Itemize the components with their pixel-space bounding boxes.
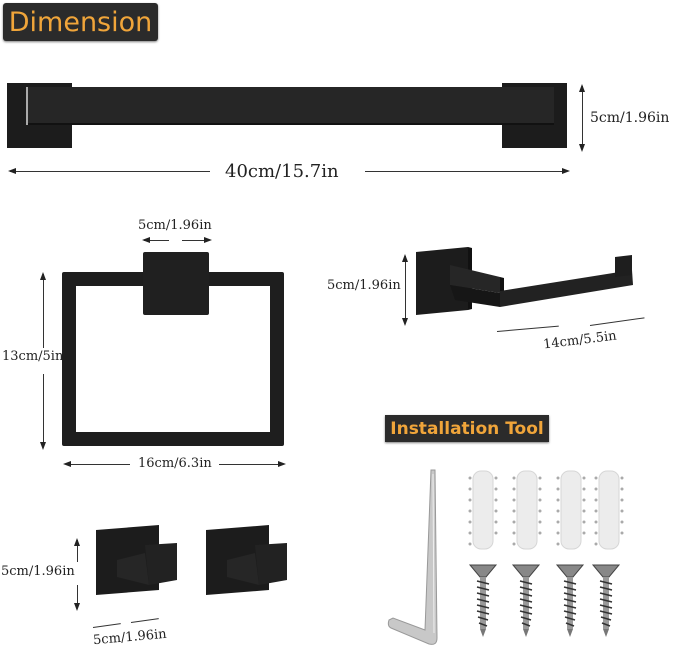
ring-height-line-bottom — [43, 374, 44, 444]
arrow-left-icon — [8, 168, 16, 174]
installation-tool-title: Installation Tool — [390, 418, 544, 439]
arrow-right-icon — [204, 237, 212, 243]
hook-height-line-top — [77, 540, 78, 562]
paper-holder-length-line-left — [496, 325, 559, 332]
paper-holder — [416, 247, 633, 315]
arrow-right-icon — [278, 461, 286, 467]
installation-tool-header: Installation Tool — [385, 415, 549, 442]
arrow-up-icon — [402, 254, 408, 262]
towel-ring-height-label: 13cm/5in — [2, 349, 64, 364]
arrow-up-icon — [40, 272, 46, 280]
paper-holder-height-line — [405, 256, 406, 322]
towel-ring-base-label: 5cm/1.96in — [138, 218, 212, 233]
arrow-right-icon — [562, 168, 570, 174]
dimension-title: Dimension — [8, 6, 153, 38]
arrow-down-icon — [74, 603, 80, 611]
hook-height-line-bottom — [77, 585, 78, 605]
paper-holder-height-label: 5cm/1.96in — [327, 278, 401, 293]
ring-width-line-left — [66, 464, 130, 465]
arrow-down-icon — [402, 318, 408, 326]
allen-wrench-icon — [387, 469, 438, 645]
towel-bar — [0, 80, 679, 190]
ring-base-line-left — [144, 240, 169, 241]
paper-holder-length-label: 14cm/5.5in — [542, 328, 618, 353]
towel-bar-width-line-right — [365, 171, 565, 172]
wall-anchors-and-screws — [468, 470, 624, 638]
towel-ring-mount — [143, 252, 209, 315]
towel-bar-height-line — [582, 86, 583, 148]
robe-hook-width-label: 5cm/1.96in — [92, 626, 168, 649]
arrow-left-icon — [63, 461, 71, 467]
arrow-down-icon — [40, 442, 46, 450]
arrow-down-icon — [579, 144, 585, 152]
dimension-header: Dimension — [3, 3, 158, 41]
hook-width-line-left — [92, 623, 121, 628]
towel-bar-rod — [26, 87, 554, 125]
towel-bar-width-line-left — [10, 171, 210, 172]
robe-hook-height-label: 5cm/1.96in — [1, 564, 75, 579]
robe-hook-1 — [96, 525, 177, 595]
towel-bar-height-label: 5cm/1.96in — [590, 110, 670, 126]
towel-ring — [62, 272, 284, 446]
arrow-left-icon — [142, 237, 150, 243]
ring-base-line-right — [182, 240, 208, 241]
ring-height-line-top — [43, 274, 44, 348]
hook-width-line-right — [130, 618, 159, 623]
arrow-up-icon — [74, 538, 80, 546]
ring-width-line-right — [219, 464, 281, 465]
arrow-up-icon — [579, 84, 585, 92]
robe-hook-2 — [206, 525, 287, 595]
towel-ring-width-label: 16cm/6.3in — [138, 456, 212, 471]
towel-bar-width-label: 40cm/15.7in — [225, 161, 339, 182]
